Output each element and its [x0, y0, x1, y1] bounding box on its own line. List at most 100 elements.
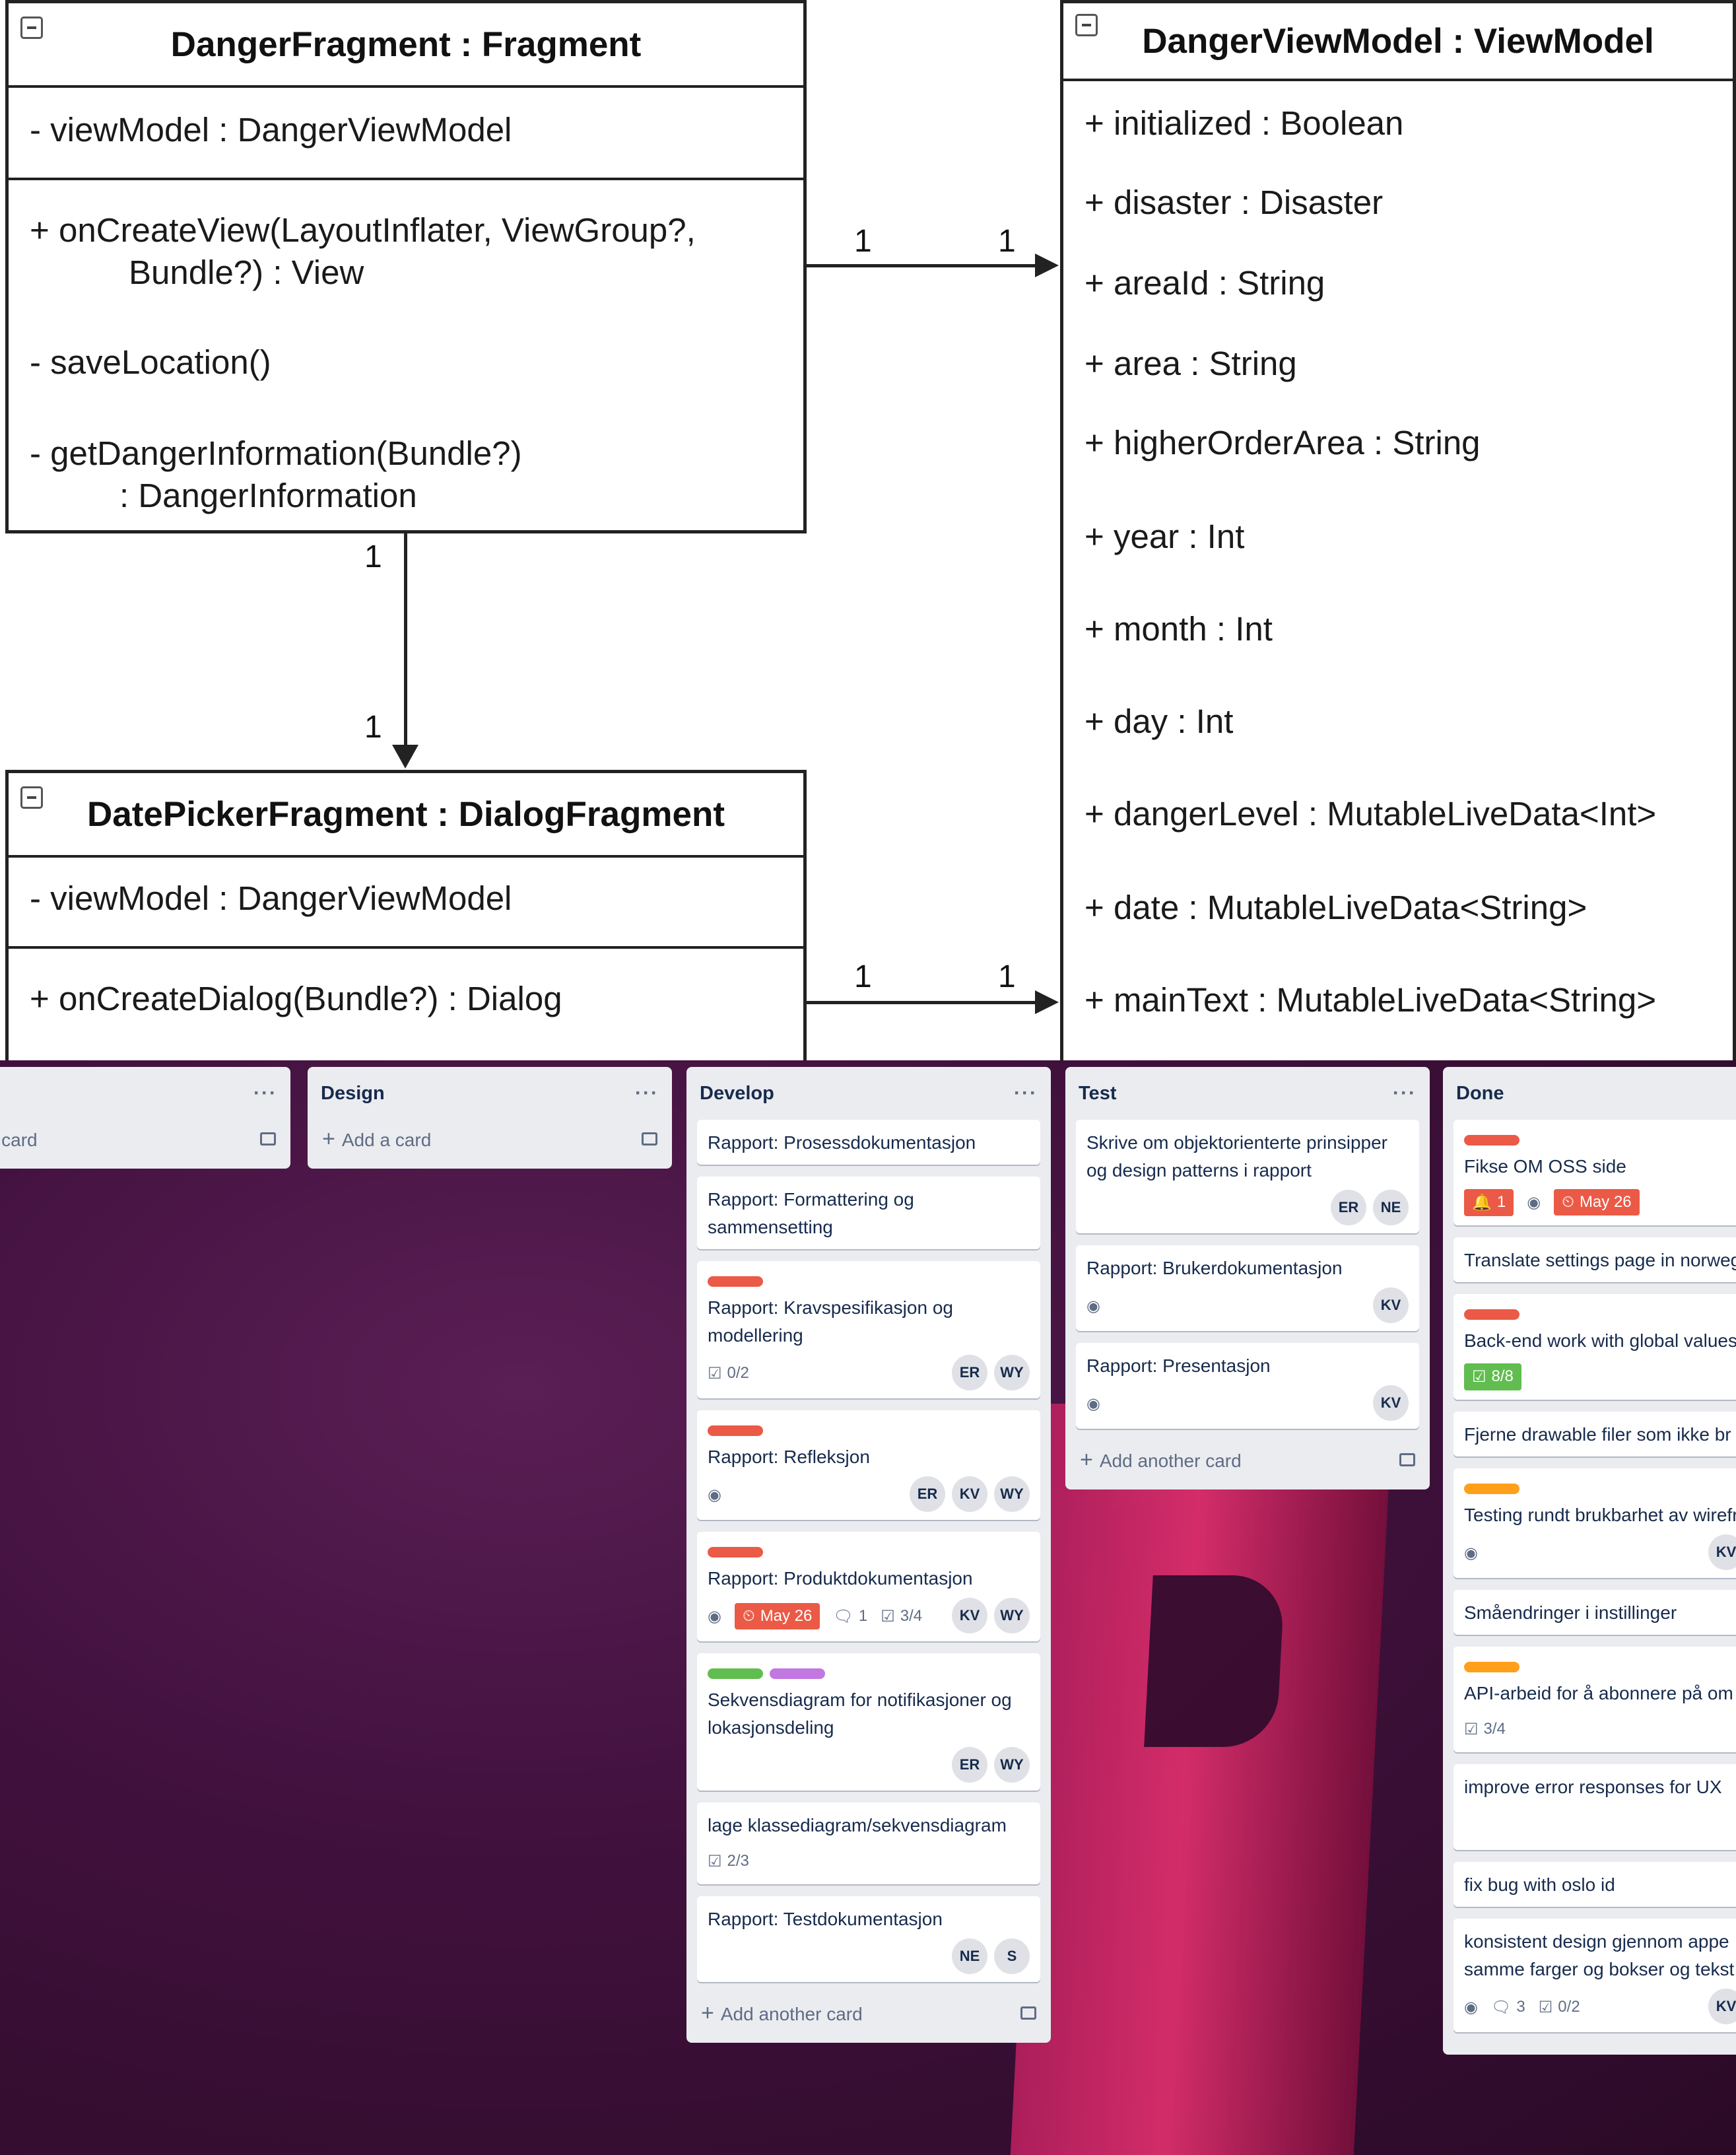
arrow-head-icon [392, 745, 418, 769]
list-header[interactable]: Done [1453, 1067, 1736, 1120]
member-avatar[interactable]: ER [1331, 1190, 1366, 1225]
card-label[interactable] [770, 1668, 825, 1679]
checklist-icon: ☑ [1472, 1367, 1486, 1386]
member-avatar[interactable]: KV [1708, 1989, 1736, 2024]
card-title: Testing rundt brukbarhet av wireframes [1464, 1505, 1736, 1525]
list-menu-icon[interactable]: ··· [253, 1082, 277, 1104]
card[interactable]: Sekvensdiagram for notifikasjoner og lok… [697, 1653, 1040, 1791]
add-card-button[interactable]: +Add another card [697, 1994, 1040, 2032]
card-footer: ◉🗨3☑0/2KVNE [1464, 1983, 1736, 2024]
card-label[interactable] [1464, 1662, 1519, 1672]
card[interactable]: Rapport: Formattering og sammensetting [697, 1177, 1040, 1249]
checklist-icon: ☑ [1464, 1720, 1479, 1738]
checklist-badge: ☑0/2 [1539, 1998, 1580, 2017]
member-avatar[interactable]: ER [910, 1476, 945, 1512]
card-label[interactable] [708, 1276, 763, 1287]
member-avatar[interactable]: WY [994, 1747, 1030, 1783]
card-template-icon[interactable] [1399, 1453, 1415, 1466]
member-avatar[interactable]: NE [1373, 1190, 1409, 1225]
card-label[interactable] [708, 1668, 763, 1679]
card-label[interactable] [708, 1425, 763, 1436]
list-title: Design [321, 1082, 385, 1104]
due-date-badge[interactable]: ⏲May 26 [1554, 1189, 1640, 1215]
checklist-badge: ☑3/4 [881, 1607, 922, 1626]
attribute: + mainText : MutableLiveData<String> [1085, 981, 1657, 1019]
add-card-label: Add a card [341, 1129, 432, 1150]
list-menu-icon[interactable]: ··· [635, 1082, 659, 1104]
member-avatar[interactable]: KV [1373, 1287, 1409, 1323]
card-badges: ☑2/3 [708, 1846, 749, 1876]
member-avatar[interactable]: KV [1373, 1385, 1409, 1421]
card[interactable]: Testing rundt brukbarhet av wireframes ◉K… [1453, 1468, 1736, 1578]
member-avatar[interactable]: WY [994, 1476, 1030, 1512]
collapse-icon[interactable] [20, 786, 43, 809]
card[interactable]: Skrive om objektorienterte prinsipper og… [1076, 1120, 1419, 1233]
due-date-badge[interactable]: ⏲May 26 [734, 1603, 820, 1629]
card[interactable]: fix bug with oslo id [1453, 1862, 1736, 1907]
methods-section: + onCreateDialog(Bundle?) : Dialog [9, 949, 803, 1060]
collapse-icon[interactable] [1075, 14, 1098, 36]
clock-icon: ⏲ [1562, 1193, 1574, 1211]
card[interactable]: Fjerne drawable filer som ikke br [1453, 1412, 1736, 1456]
card-members: KV [1373, 1287, 1409, 1323]
card-label[interactable] [708, 1547, 763, 1557]
member-avatar[interactable]: S [994, 1938, 1030, 1974]
card-label[interactable] [1464, 1135, 1519, 1146]
card[interactable]: Fikse OM OSS side🔔1◉⏲May 26 [1453, 1120, 1736, 1225]
card[interactable]: Translate settings page in norweg [1453, 1237, 1736, 1282]
add-card-label-wrap: +dd a card [0, 1126, 38, 1152]
card-badges: ☑8/8 [1464, 1361, 1521, 1392]
add-card-button[interactable]: +dd a card [0, 1120, 280, 1158]
watch-icon: ◉ [708, 1486, 721, 1504]
member-avatar[interactable]: KV [952, 1598, 987, 1633]
association-line [807, 264, 1035, 267]
member-avatar[interactable]: KV [1708, 1534, 1736, 1570]
member-avatar[interactable]: ER [952, 1747, 987, 1783]
member-avatar[interactable]: WY [994, 1598, 1030, 1633]
card[interactable]: API-arbeid for å abonnere på om☑3/4 [1453, 1647, 1736, 1752]
add-card-label: Add another card [720, 2003, 863, 2024]
add-card-button[interactable]: + Add a card [318, 1120, 661, 1158]
multiplicity-label: 1 [854, 959, 872, 994]
card-label[interactable] [1464, 1484, 1519, 1494]
list-menu-icon[interactable]: ··· [1393, 1082, 1417, 1104]
card[interactable]: lage klassediagram/sekvensdiagram☑2/3 [697, 1802, 1040, 1884]
card[interactable]: Småendringer i instillinger [1453, 1590, 1736, 1635]
collapse-icon[interactable] [20, 17, 43, 39]
card[interactable]: Back-end work with global values☑8/8 [1453, 1294, 1736, 1400]
card-footer: ◉KVNE [1464, 1529, 1736, 1570]
card[interactable]: improve error responses for UXER [1453, 1764, 1736, 1850]
member-avatar[interactable]: ER [952, 1355, 987, 1390]
card-template-icon[interactable] [260, 1132, 276, 1146]
card-label[interactable] [1464, 1309, 1519, 1320]
card-title: Translate settings page in norweg [1464, 1250, 1736, 1270]
list-header[interactable]: Design ··· [318, 1067, 661, 1120]
card-template-icon[interactable] [1020, 2006, 1036, 2020]
list-header[interactable]: Test··· [1076, 1067, 1419, 1120]
card[interactable]: Rapport: Presentasjon◉KV [1076, 1343, 1419, 1429]
add-card-button[interactable]: +Add another card [1076, 1441, 1419, 1479]
card-title: Fjerne drawable filer som ikke br [1464, 1424, 1731, 1445]
card-title: Rapport: Brukerdokumentasjon [1086, 1258, 1343, 1278]
list-menu-icon[interactable]: ··· [1014, 1082, 1038, 1104]
member-avatar[interactable]: NE [952, 1938, 987, 1974]
member-avatar[interactable]: WY [994, 1355, 1030, 1390]
attributes-section: - viewModel : DangerViewModel [9, 88, 803, 180]
list-3: Test···Skrive om objektorienterte prinsi… [1065, 1067, 1430, 1489]
card[interactable]: Rapport: Prosessdokumentasjon [697, 1120, 1040, 1165]
list-header[interactable]: og··· [0, 1067, 280, 1120]
card[interactable]: Rapport: Kravspesifikasjon og modellerin… [697, 1261, 1040, 1398]
card[interactable]: konsistent design gjennom appe samme far… [1453, 1919, 1736, 2032]
plus-icon: + [322, 1126, 335, 1151]
card-title: Sekvensdiagram for notifikasjoner og lok… [708, 1690, 1012, 1738]
uml-class-diagram: DangerFragment : Fragment - viewModel : … [0, 0, 1736, 1060]
list-header[interactable]: Develop··· [697, 1067, 1040, 1120]
card-labels [1464, 1478, 1736, 1499]
card[interactable]: Rapport: Produktdokumentasjon◉⏲May 26🗨1☑… [697, 1532, 1040, 1641]
card[interactable]: Rapport: Brukerdokumentasjon◉KV [1076, 1245, 1419, 1331]
member-avatar[interactable]: KV [952, 1476, 987, 1512]
card-template-icon[interactable] [642, 1132, 657, 1146]
